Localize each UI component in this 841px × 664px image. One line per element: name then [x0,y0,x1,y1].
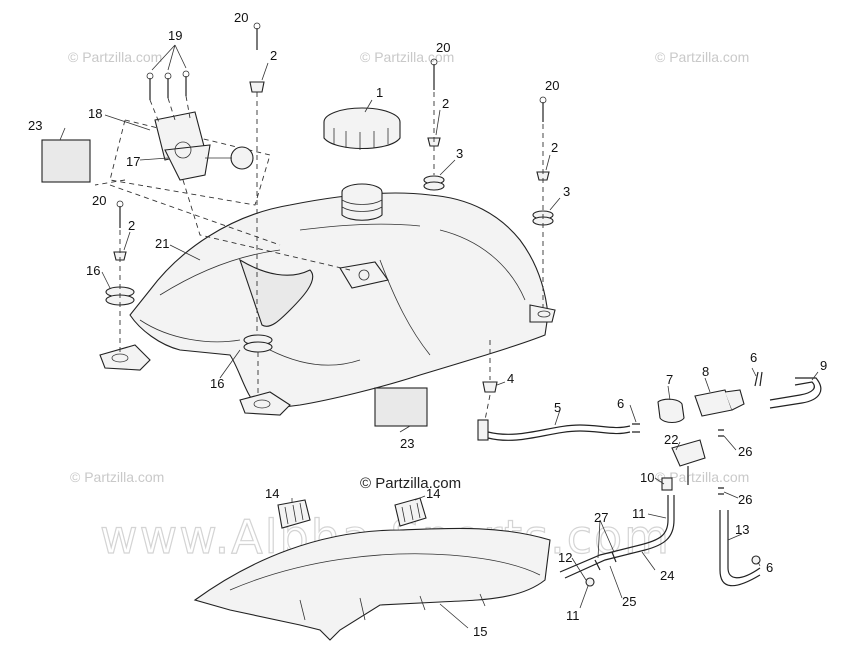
callout-2: 2 [270,48,277,63]
callout-26: 26 [738,492,752,507]
callout-26: 26 [738,444,752,459]
callout-22: 22 [664,432,678,447]
callout-10: 10 [640,470,654,485]
callout-23: 23 [400,436,414,451]
callout-9: 9 [820,358,827,373]
callout-11: 11 [632,506,646,521]
callout-16: 16 [86,263,100,278]
callout-23: 23 [28,118,42,133]
callout-25: 25 [622,594,636,609]
callout-8: 8 [702,364,709,379]
callout-4: 4 [507,371,514,386]
callout-14: 14 [426,486,440,501]
watermark-partzilla: © Partzilla.com [70,469,164,485]
watermark-partzilla: © Partzilla.com [68,49,162,65]
callout-12: 12 [558,550,572,565]
callout-20: 20 [545,78,559,93]
watermark-partzilla-center: © Partzilla.com [360,475,461,492]
callout-7: 7 [666,372,673,387]
callout-20: 20 [92,193,106,208]
splash-guard [193,527,551,641]
callout-27: 27 [594,510,608,525]
fuel-cap [323,107,401,150]
callout-21: 21 [155,236,169,251]
warning-label-23 [41,139,91,183]
callout-19: 19 [168,28,182,43]
watermark-partzilla: © Partzilla.com [655,49,749,65]
rubber-cushions [277,497,427,529]
callout-leaders [59,44,819,629]
callout-2: 2 [442,96,449,111]
callout-20: 20 [234,10,248,25]
callout-2: 2 [551,140,558,155]
callout-24: 24 [660,568,674,583]
callout-6: 6 [750,350,757,365]
callout-18: 18 [88,106,102,121]
callout-2: 2 [128,218,135,233]
fuel-sender-assembly [94,70,351,271]
fuel-line-system [477,340,822,587]
mount-hardware [105,22,554,395]
callout-13: 13 [735,522,749,537]
callout-17: 17 [126,154,140,169]
callout-3: 3 [563,184,570,199]
watermark-partzilla: © Partzilla.com [655,469,749,485]
callout-6: 6 [617,396,624,411]
fuel-tank [99,183,556,416]
callout-14: 14 [265,486,279,501]
callout-1: 1 [376,85,383,100]
callout-20: 20 [436,40,450,55]
callout-3: 3 [456,146,463,161]
callout-5: 5 [554,400,561,415]
callout-numbers: 1 2 2 2 2 3 3 4 5 6 6 6 7 8 9 10 11 11 1… [28,10,827,639]
callout-15: 15 [473,624,487,639]
callout-6: 6 [766,560,773,575]
callout-16: 16 [210,376,224,391]
callout-11: 11 [566,608,580,623]
warning-label-23 [374,387,428,427]
